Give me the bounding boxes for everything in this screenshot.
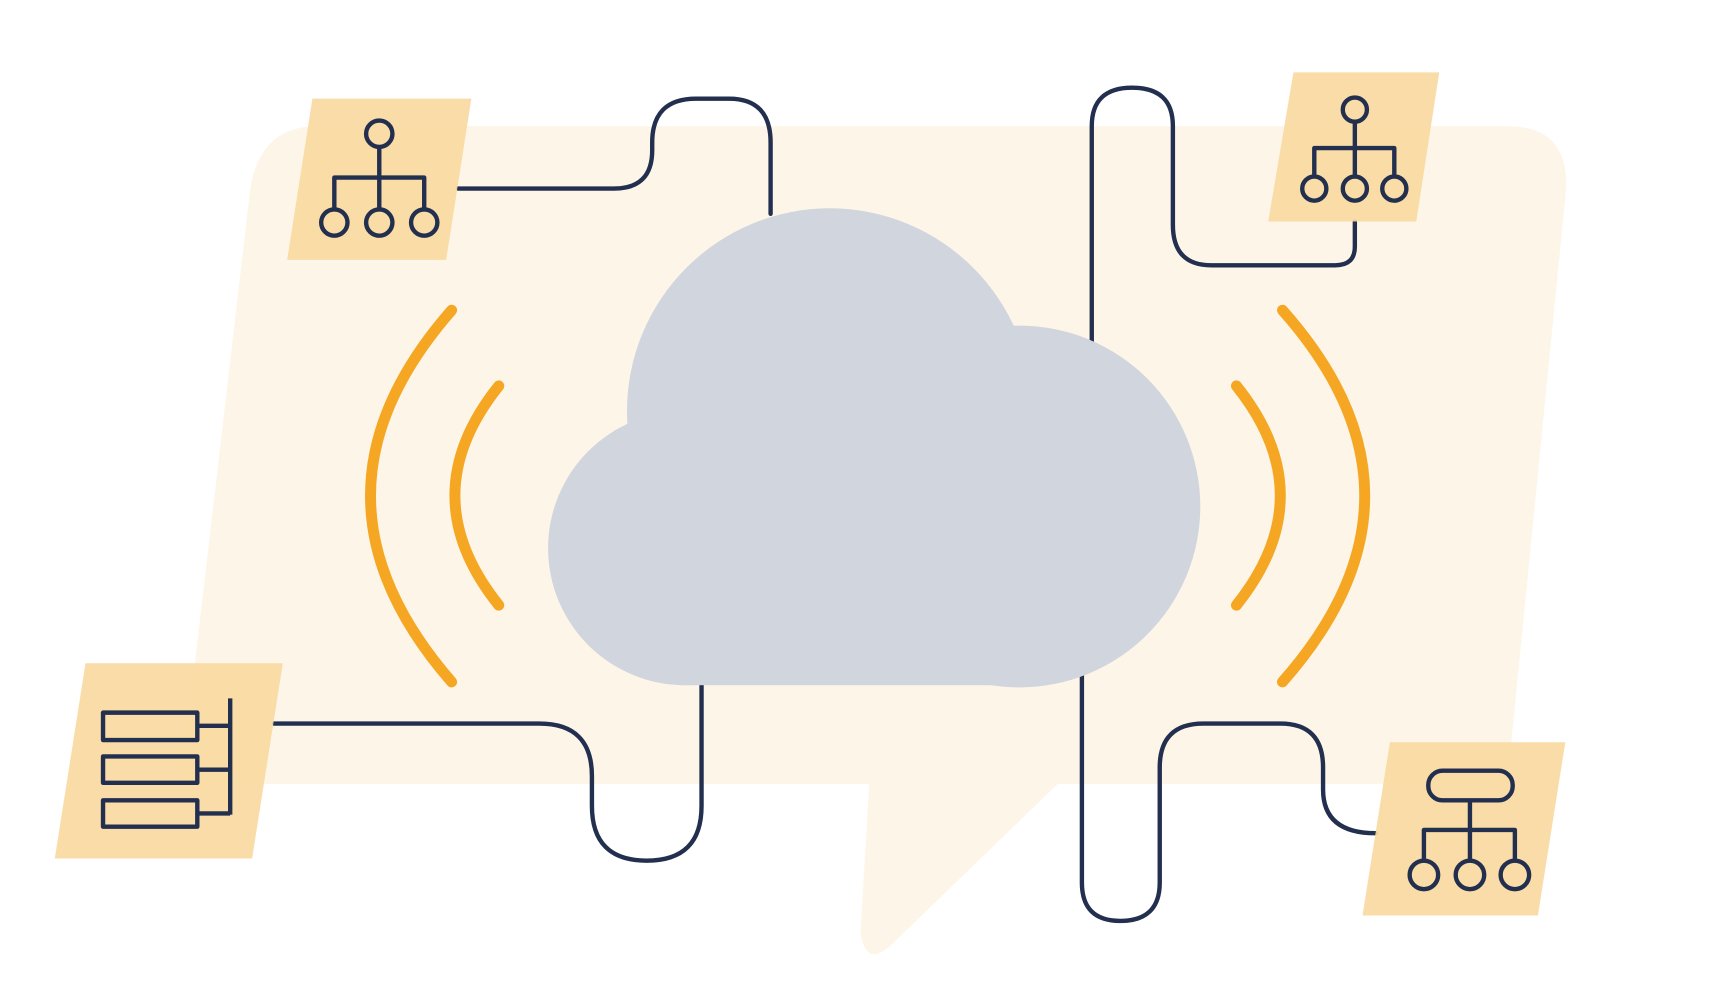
cloud-icon bbox=[548, 208, 1201, 688]
connector-line-top-left bbox=[456, 96, 773, 216]
connector-line-bottom-right bbox=[1079, 672, 1378, 924]
signal-arc-right-inner bbox=[1230, 380, 1286, 611]
signal-arc-right-outer bbox=[1277, 304, 1371, 688]
org-chart-icon bbox=[1407, 768, 1532, 892]
list-tree-icon bbox=[100, 698, 233, 829]
signal-arc-left-inner bbox=[449, 380, 505, 611]
node-box-bottom-left bbox=[54, 663, 283, 859]
signal-arc-left-outer bbox=[365, 304, 458, 688]
hierarchy-icon bbox=[318, 118, 440, 238]
hierarchy-icon bbox=[1300, 95, 1409, 203]
connector-line-bottom-left bbox=[271, 677, 704, 863]
connector-line-top-right bbox=[1089, 85, 1358, 345]
